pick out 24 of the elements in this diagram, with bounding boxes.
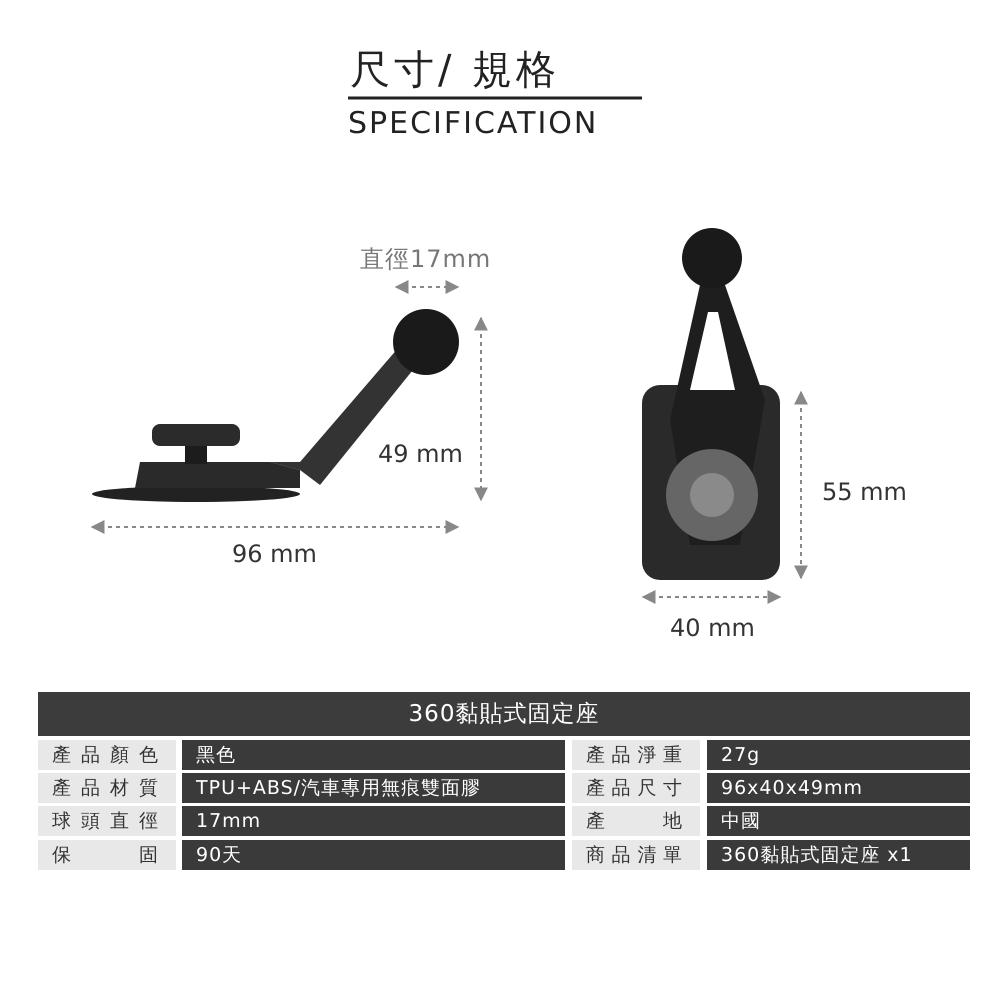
dimension-label: 96 mm xyxy=(232,540,317,568)
dimension-label: 40 mm xyxy=(670,614,755,642)
table-cell: 96x40x49mm xyxy=(707,773,970,803)
row-header-cell: 產地 xyxy=(572,806,700,836)
table-cell: 90天 xyxy=(182,840,565,870)
row-header-cell: 產品材質 xyxy=(38,773,176,803)
row-header-cell: 產品顏色 xyxy=(38,740,176,770)
table-cell: 360黏貼式固定座 x1 xyxy=(707,840,970,870)
dimension-label: 55 mm xyxy=(822,478,907,506)
table-cell: 17mm xyxy=(182,806,565,836)
row-header-cell: 產品淨重 xyxy=(572,740,700,770)
row-header-cell: 保固 xyxy=(38,840,176,870)
table-cell: 中國 xyxy=(707,806,970,836)
table-cell: 黑色 xyxy=(182,740,565,770)
title: 尺寸/ 規格 xyxy=(350,46,560,95)
row-header-cell: 球頭直徑 xyxy=(38,806,176,836)
dimension-label: 直徑17mm xyxy=(360,244,492,275)
table-cell: 27g xyxy=(707,740,970,770)
table-header: 360黏貼式固定座 xyxy=(38,692,970,736)
row-header-cell: 產品尺寸 xyxy=(572,773,700,803)
table-cell: TPU+ABS/汽車專用無痕雙面膠 xyxy=(182,773,565,803)
row-header-cell: 商品清單 xyxy=(572,840,700,870)
dimension-label: 49 mm xyxy=(378,440,463,468)
subtitle: SPECIFICATION xyxy=(348,106,598,141)
